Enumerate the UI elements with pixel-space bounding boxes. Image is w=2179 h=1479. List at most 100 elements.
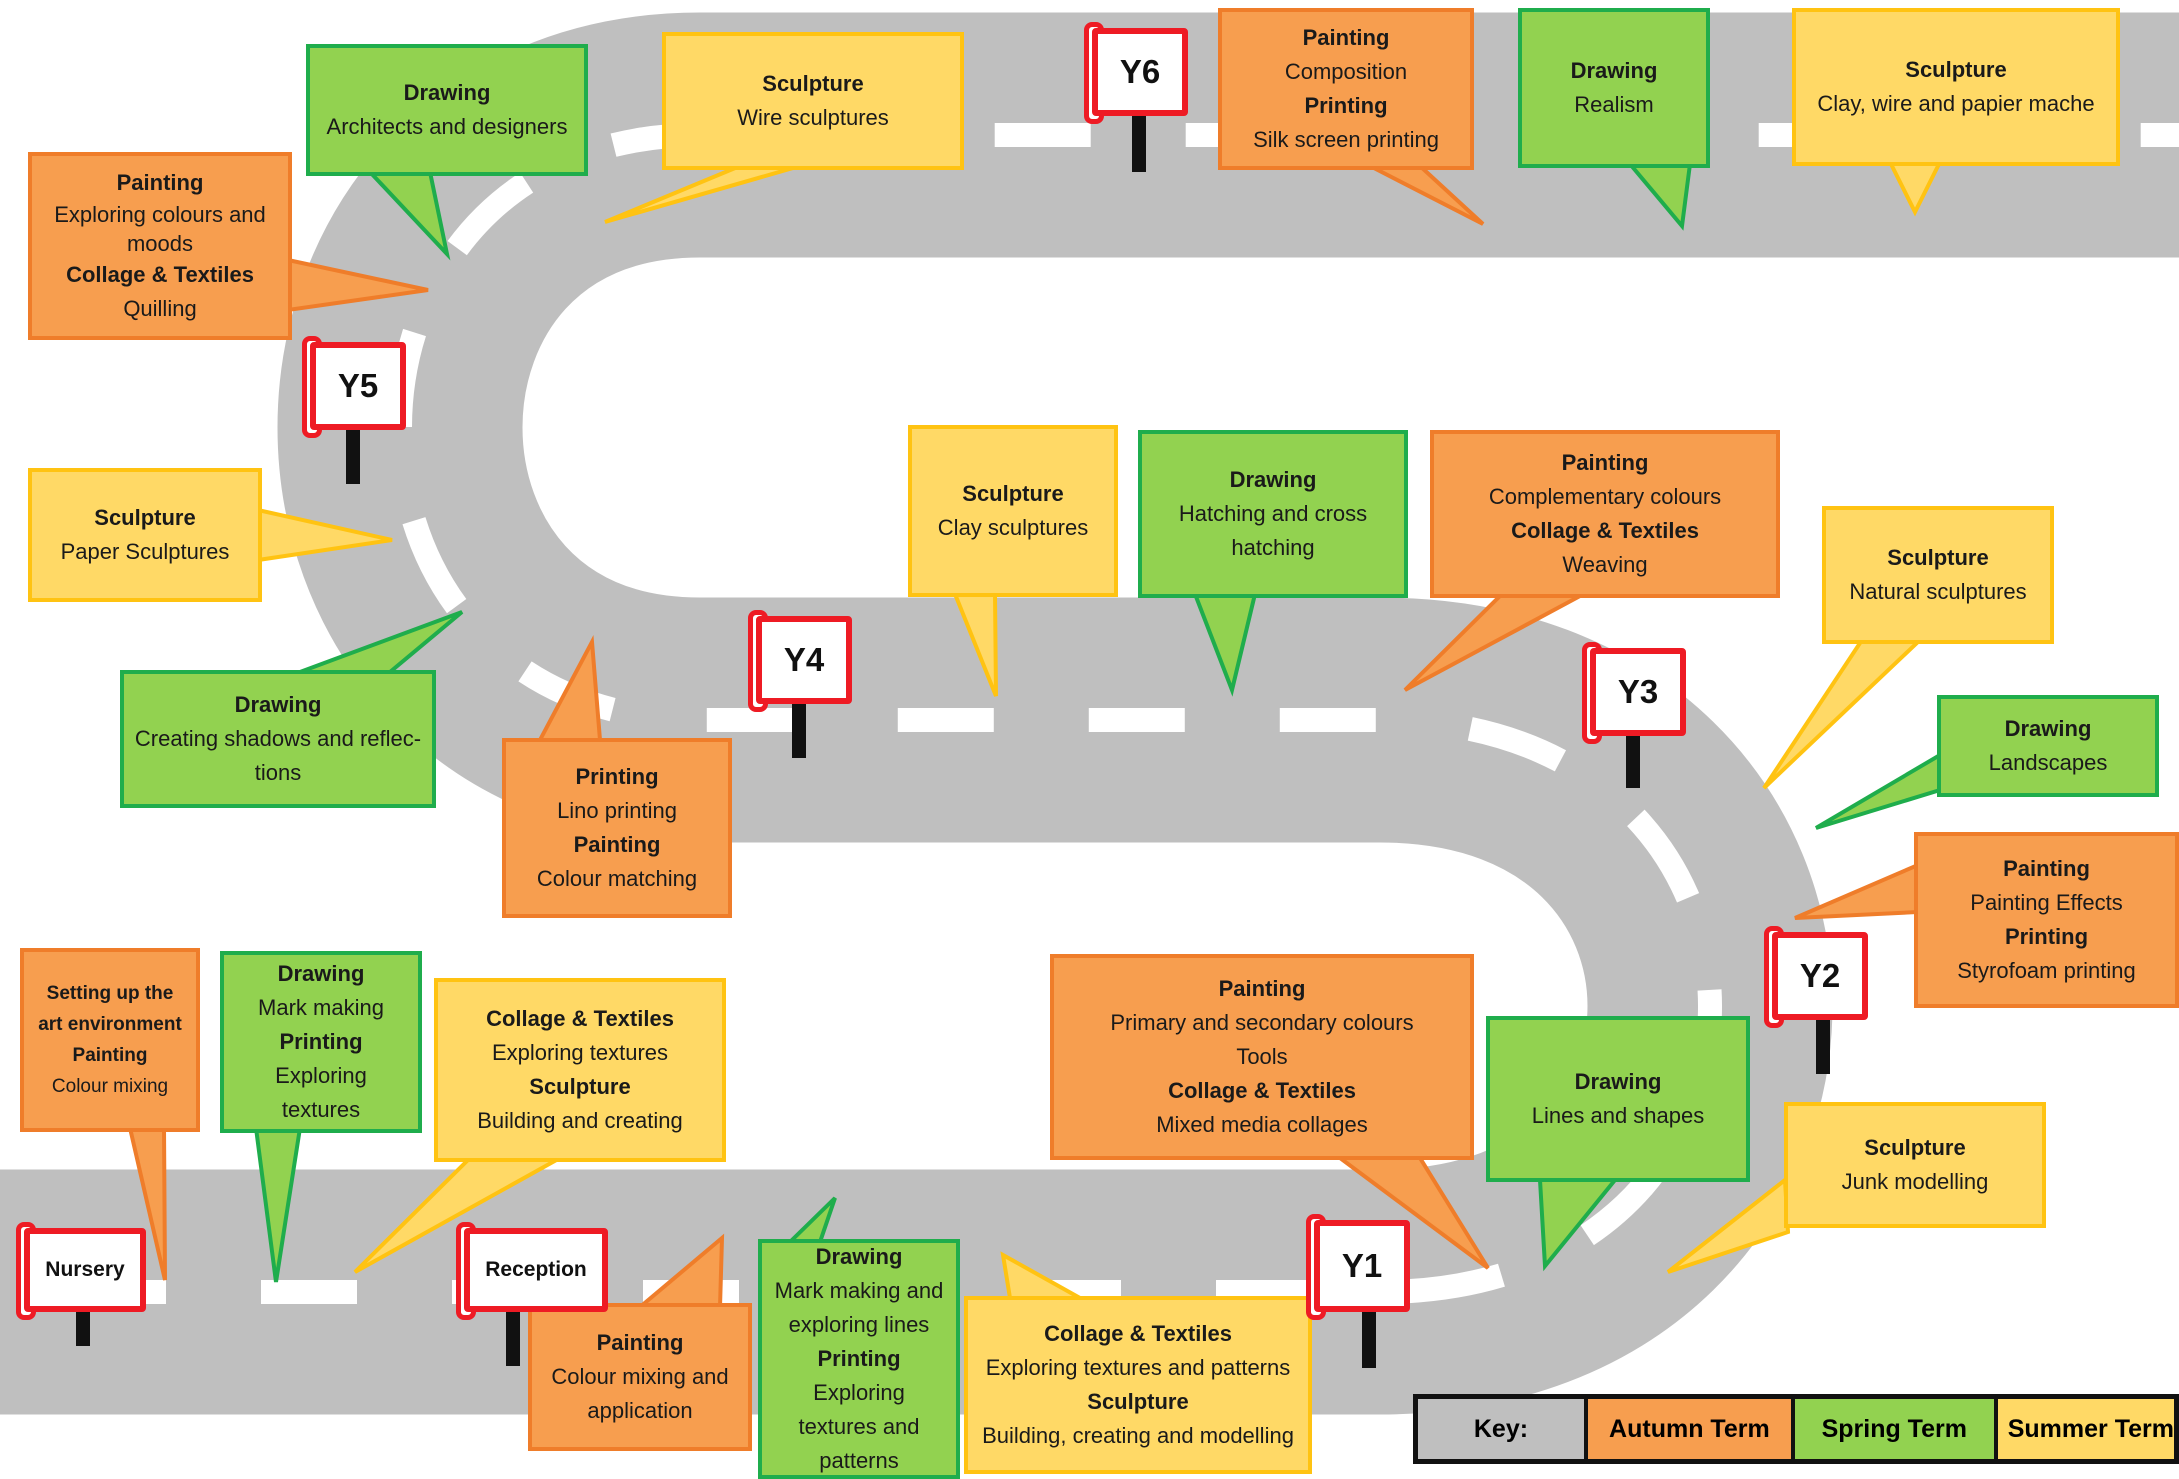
sign-label: Nursery xyxy=(24,1228,146,1312)
y4-autumn-callout: Printing Lino printing Painting Colour m… xyxy=(502,738,732,918)
sign-label: Reception xyxy=(464,1228,608,1312)
sign-nursery: Nursery xyxy=(16,1222,146,1346)
callout-subject: Painting xyxy=(72,1045,148,1066)
callout-topic: Landscapes xyxy=(1988,750,2108,775)
sign-label: Y5 xyxy=(310,342,406,430)
y3-spring-callout: Drawing Hatching and cross hatching xyxy=(1138,430,1408,598)
y4-summer-callout: Sculpture Paper Sculptures xyxy=(28,468,262,602)
callout-topic: Colour mixing and application xyxy=(551,1364,729,1423)
y3-autumn-callout: Painting Complementary colours Collage &… xyxy=(1430,430,1780,598)
y6-spring-callout: Drawing Realism xyxy=(1518,8,1710,168)
callout-subject: Collage & Textiles xyxy=(1168,1078,1356,1103)
sign-y1: Y1 xyxy=(1306,1214,1410,1368)
callout-subject: Drawing xyxy=(403,80,491,105)
callout-subject: Collage & Textiles xyxy=(66,262,254,287)
sign-post xyxy=(1132,116,1146,172)
nursery-autumn-callout: Setting up the art environment Painting … xyxy=(20,948,200,1132)
callout-subject: Printing xyxy=(575,764,659,789)
callout-topic: Clay, wire and papier mache xyxy=(1817,91,2095,116)
callout-topic: Tools xyxy=(1236,1044,1288,1069)
nursery-spring-callout: Drawing Mark making Printing Exploring t… xyxy=(220,951,422,1133)
y1-spring-callout: Drawing Lines and shapes xyxy=(1486,1016,1750,1182)
sign-y6: Y6 xyxy=(1084,22,1188,172)
sign-label: Y1 xyxy=(1314,1220,1410,1312)
y3-summer-callout: Sculpture Clay sculptures xyxy=(908,425,1118,597)
callout-subject: Collage & Textiles xyxy=(486,1006,674,1031)
sign-y4: Y4 xyxy=(748,610,852,758)
y5-summer-callout: Sculpture Wire sculptures xyxy=(662,32,964,170)
y6-autumn-callout: Painting Composition Printing Silk scree… xyxy=(1218,8,1474,170)
legend-autumn-term: Autumn Term xyxy=(1587,1399,1795,1459)
callout-subject: Drawing xyxy=(1229,467,1317,492)
sign-y5: Y5 xyxy=(302,336,406,484)
callout-topic: Lines and shapes xyxy=(1531,1103,1705,1128)
callout-subject: Drawing xyxy=(1570,58,1658,83)
callout-subject: Sculpture xyxy=(1905,57,2007,82)
callout-topic: Building and creating xyxy=(477,1108,683,1133)
callout-topic: Primary and secondary colours xyxy=(1110,1010,1414,1035)
callout-topic: Exploring textures xyxy=(491,1040,669,1065)
callout-subject: Drawing xyxy=(234,692,322,717)
callout-topic: Exploring textures and patterns xyxy=(798,1380,920,1473)
sign-post xyxy=(1362,1312,1376,1368)
y5-spring-callout: Drawing Architects and designers xyxy=(306,44,588,176)
callout-topic: Paper Sculptures xyxy=(60,539,230,564)
callout-subject: Painting xyxy=(573,832,661,857)
callout-subject: Sculpture xyxy=(94,505,196,530)
reception-autumn-callout: Painting Colour mixing and application xyxy=(528,1303,752,1451)
callout-topic: Exploring textures and patterns xyxy=(985,1355,1291,1380)
legend-key: Key: Autumn Term Spring Term Summer Term xyxy=(1413,1394,2179,1464)
callout-topic: Exploring colours and moods xyxy=(54,202,266,256)
callout-subject: Sculpture xyxy=(1087,1389,1189,1414)
callout-topic: Styrofoam printing xyxy=(1957,958,2136,983)
y2-summer-callout: Sculpture Natural sculptures xyxy=(1822,506,2054,644)
callout-topic: Natural sculptures xyxy=(1849,579,2027,604)
callout-topic: Lino printing xyxy=(557,798,677,823)
callout-topic: Painting Effects xyxy=(1970,890,2123,915)
sign-y2: Y2 xyxy=(1764,926,1868,1074)
callout-subject: Drawing xyxy=(1574,1069,1662,1094)
sign-post xyxy=(1816,1020,1830,1074)
sign-post xyxy=(346,430,360,484)
y2-autumn-callout: Painting Painting Effects Printing Styro… xyxy=(1914,832,2179,1008)
callout-subject: Sculpture xyxy=(1887,545,1989,570)
callout-topic: Weaving xyxy=(1562,552,1648,577)
callout-topic: Quilling xyxy=(123,296,197,321)
sign-post xyxy=(506,1312,520,1366)
callout-subject: Printing xyxy=(279,1029,363,1054)
callout-subject: Printing xyxy=(817,1346,901,1371)
y4-spring-callout: Drawing Creating shadows and reflec-tion… xyxy=(120,670,436,808)
callout-topic: Mark making xyxy=(258,995,384,1020)
callout-subject: Printing xyxy=(1304,93,1388,118)
callout-topic: Mixed media collages xyxy=(1156,1112,1368,1137)
callout-topic: Composition xyxy=(1284,59,1408,84)
callout-topic: Clay sculptures xyxy=(937,515,1089,540)
callout-subject: Sculpture xyxy=(962,481,1064,506)
callout-topic: Colour matching xyxy=(536,866,698,891)
legend-key-label: Key: xyxy=(1418,1399,1588,1459)
nursery-summer-callout: Collage & Textiles Exploring textures Sc… xyxy=(434,978,726,1162)
callout-subject: Painting xyxy=(1302,25,1390,50)
callout-subject: Sculpture xyxy=(1864,1135,1966,1160)
callout-topic: Complementary colours xyxy=(1488,484,1722,509)
sign-reception: Reception xyxy=(456,1222,608,1366)
callout-subject: Painting xyxy=(2003,856,2090,881)
callout-topic: Architects and designers xyxy=(326,114,568,139)
callout-topic: Setting up the art environment xyxy=(38,983,182,1035)
callout-subject: Drawing xyxy=(277,961,365,986)
reception-summer-callout: Collage & Textiles Exploring textures an… xyxy=(964,1296,1312,1474)
callout-subject: Drawing xyxy=(815,1244,903,1269)
y1-autumn-callout: Painting Primary and secondary colours T… xyxy=(1050,954,1474,1160)
callout-topic: Silk screen printing xyxy=(1253,127,1439,152)
callout-subject: Collage & Textiles xyxy=(1044,1321,1232,1346)
legend-summer-term: Summer Term xyxy=(1997,1399,2174,1459)
callout-subject: Drawing xyxy=(2004,716,2092,741)
callout-subject: Painting xyxy=(116,170,204,195)
sign-label: Y6 xyxy=(1092,28,1188,116)
callout-topic: Colour mixing xyxy=(51,1076,169,1097)
sign-label: Y4 xyxy=(756,616,852,704)
callout-topic: Wire sculptures xyxy=(737,105,889,130)
callout-topic: Building, creating and modelling xyxy=(982,1423,1294,1448)
callout-topic: Hatching and cross hatching xyxy=(1178,501,1368,560)
callout-topic: Junk modelling xyxy=(1841,1169,1989,1194)
